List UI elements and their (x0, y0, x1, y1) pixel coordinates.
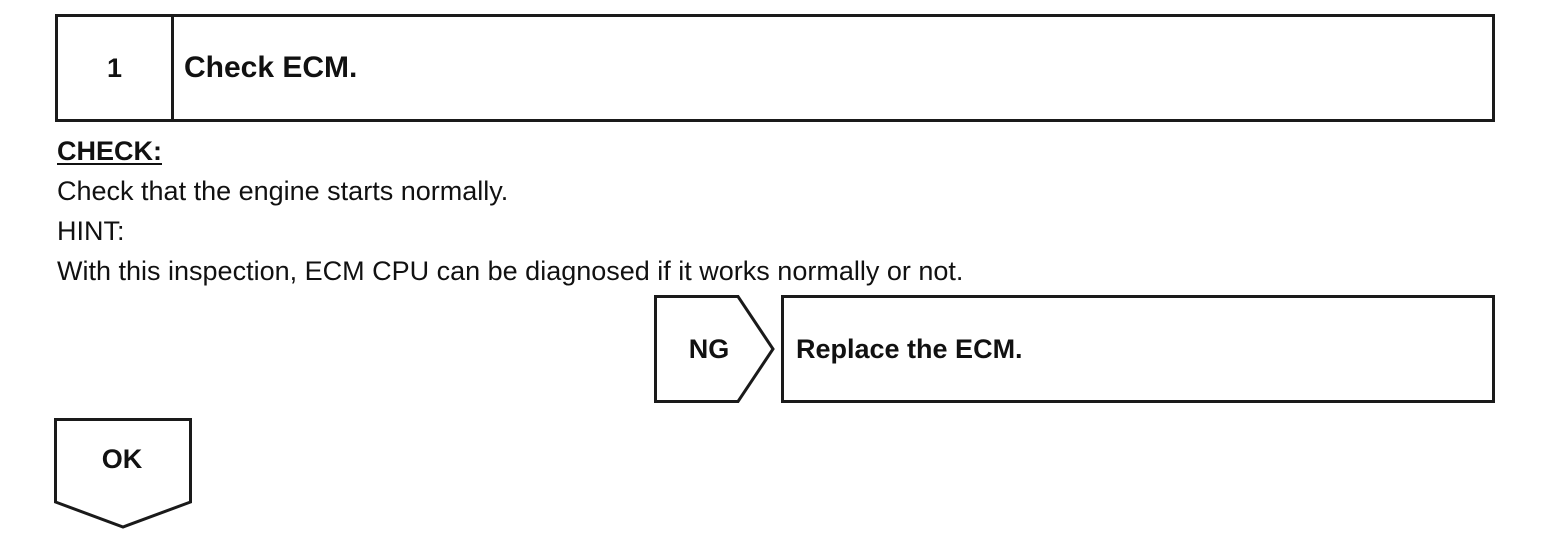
right-arrow-tag-shape (654, 295, 775, 403)
down-arrow-tag-shape (54, 418, 192, 529)
ng-result-tag: NG (654, 295, 776, 403)
step-header: 1 Check ECM. (55, 14, 1495, 122)
step-title: Check ECM. (184, 51, 358, 84)
step-number: 1 (58, 17, 174, 119)
hint-text: With this inspection, ECM CPU can be dia… (57, 256, 964, 286)
hint-label: HINT: (57, 216, 125, 246)
ng-action-box: Replace the ECM. (781, 295, 1495, 403)
ok-result-tag: OK (54, 418, 192, 530)
ok-label: OK (101, 444, 143, 474)
ng-label: NG (688, 333, 730, 364)
check-heading: CHECK: (57, 136, 162, 166)
check-instruction: Check that the engine starts normally. (57, 176, 509, 206)
